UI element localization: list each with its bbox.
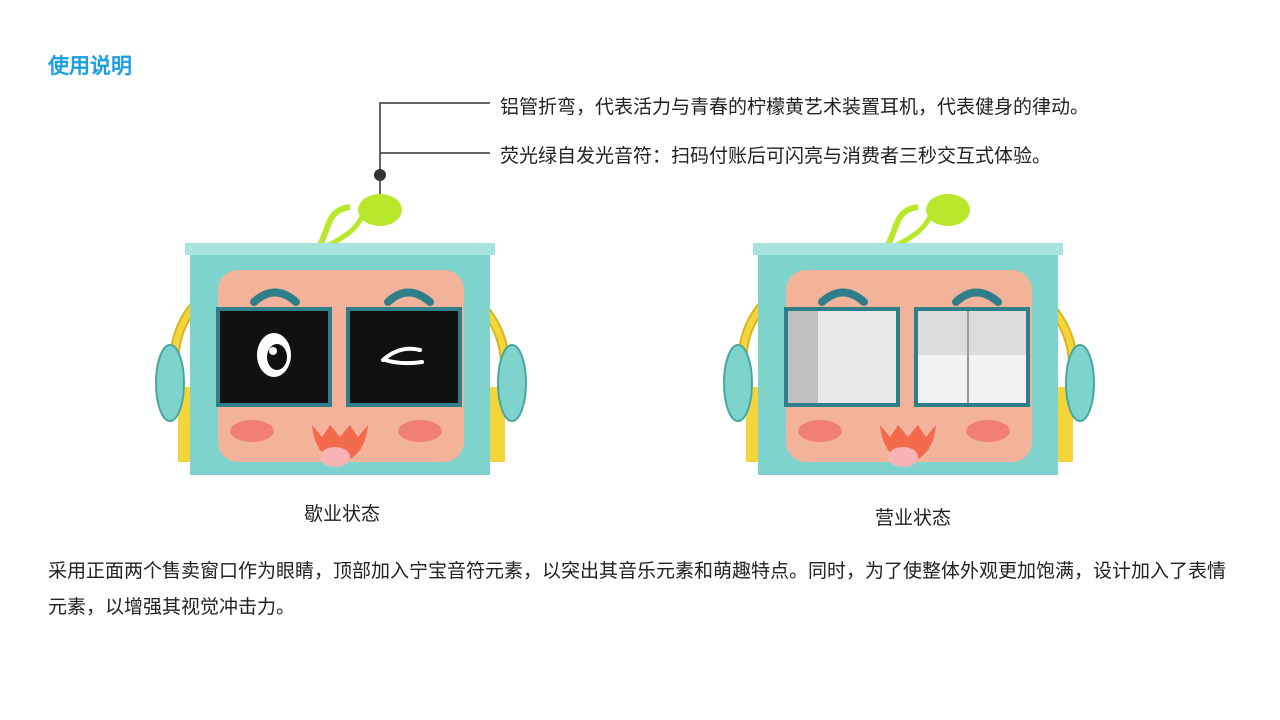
kiosk-closed-illustration (155, 194, 527, 475)
kiosk-open-illustration (723, 194, 1095, 475)
caption-closed-state: 歇业状态 (304, 503, 381, 525)
annotation-music-note: 荧光绿自发光音符：扫码付账后可闪亮与消费者三秒交互式体验。 (500, 145, 1052, 167)
annotation-headphone: 铝管折弯，代表活力与青春的柠檬黄艺术装置耳机，代表健身的律动。 (500, 96, 1090, 118)
page-title: 使用说明 (48, 54, 132, 78)
description-paragraph: 采用正面两个售卖窗口作为眼睛，顶部加入宁宝音符元素，以突出其音乐元素和萌趣特点。… (48, 560, 1227, 618)
caption-open-state: 营业状态 (875, 507, 952, 529)
